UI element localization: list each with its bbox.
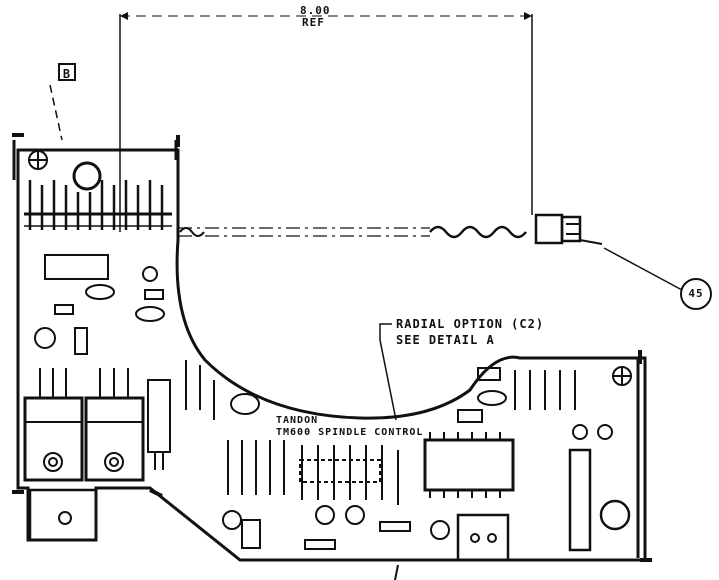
components-right: [222, 367, 631, 562]
radial-option-note: RADIAL OPTION (C2): [396, 317, 545, 331]
cable-connector: [534, 213, 564, 245]
callout-b-leader: [49, 84, 63, 141]
board-outline: [12, 133, 652, 562]
capacitor-large: [72, 161, 102, 191]
connector-pin-header: [24, 180, 172, 230]
board-name-label: TM600 SPINDLE CONTROL: [276, 427, 424, 438]
ic-chip: [423, 432, 515, 498]
callout-b: B: [58, 63, 76, 81]
regulator-tab: [28, 488, 98, 542]
voltage-regulator-right: [84, 368, 145, 482]
callout-45: 45: [680, 278, 712, 310]
voltage-regulator-left: [23, 368, 84, 482]
see-detail-note: SEE DETAIL A: [396, 333, 495, 347]
resistor-array: [185, 360, 399, 505]
cable-assembly: [178, 213, 683, 291]
dimension-ref: REF: [302, 16, 325, 29]
components-left: [34, 254, 260, 470]
mounting-hole-left: [28, 150, 48, 170]
radial-option-leader: [379, 323, 397, 421]
dimension-8-00: [119, 12, 533, 232]
mounting-hole-right: [612, 366, 632, 386]
board-bottom-leader: [394, 564, 399, 580]
board-maker-label: TANDON: [276, 415, 319, 426]
dimension-value: 8.00: [300, 4, 331, 17]
